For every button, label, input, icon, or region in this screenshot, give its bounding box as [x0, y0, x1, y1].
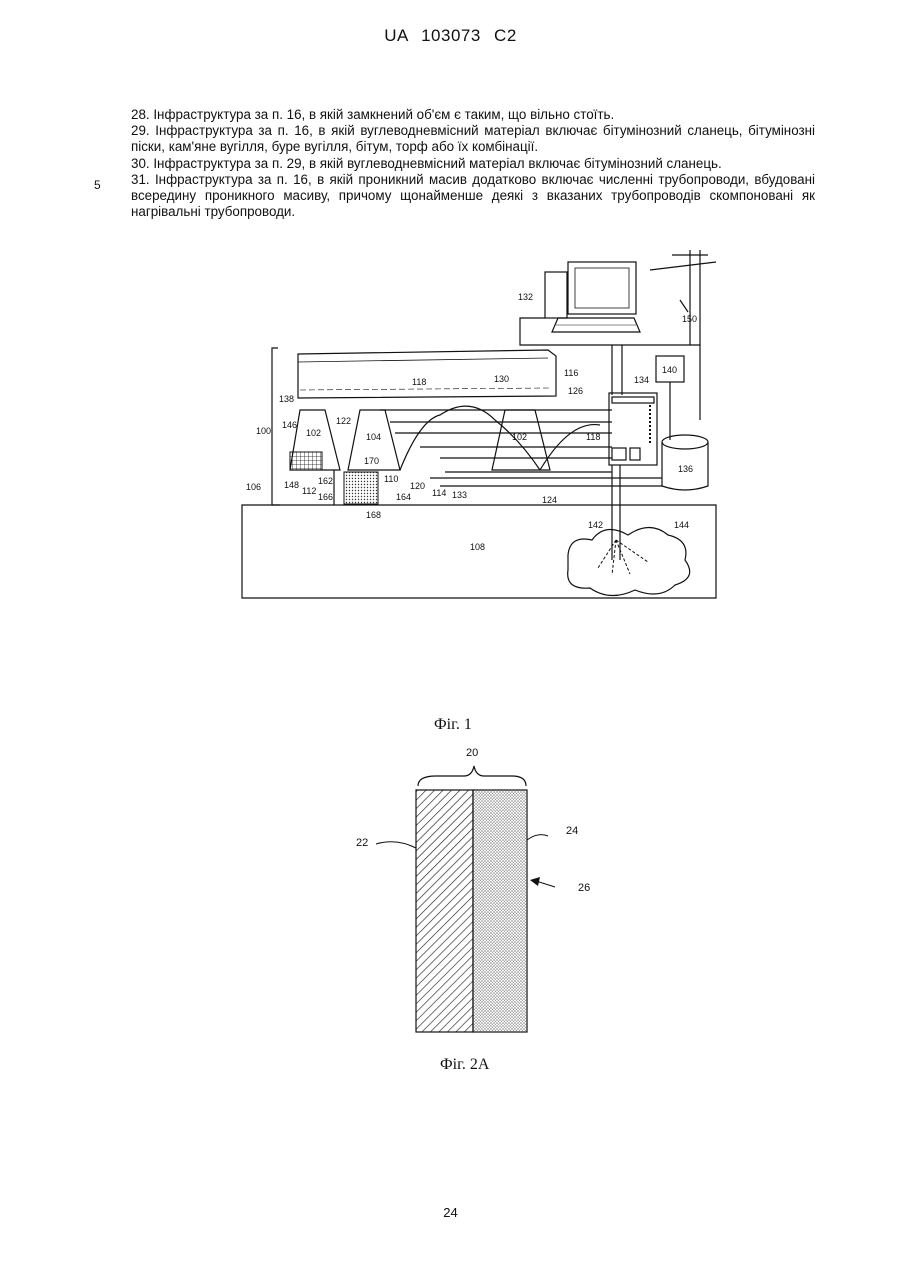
label-124: 124: [542, 495, 557, 505]
label-118-top: 118: [412, 377, 426, 387]
label-140: 140: [662, 365, 677, 375]
label-100: 100: [256, 426, 271, 436]
label-114: 114: [432, 488, 446, 498]
label-24: 24: [566, 825, 578, 837]
label-162: 162: [318, 476, 333, 486]
figure-2a-caption: Фіг. 2A: [440, 1056, 489, 1074]
label-102-left: 102: [306, 428, 321, 438]
label-134: 134: [634, 375, 649, 385]
label-106: 106: [246, 482, 261, 492]
label-170: 170: [364, 456, 379, 466]
label-26: 26: [578, 882, 590, 894]
label-104: 104: [366, 432, 381, 442]
monitor-shape: [568, 262, 636, 314]
label-142: 142: [588, 520, 603, 530]
label-22: 22: [356, 837, 368, 849]
figure-1-drawing: 132 150 140 134 116 118 130 126 138 100 …: [0, 0, 901, 720]
figure-1-caption: Фіг. 1: [434, 716, 472, 734]
label-122: 122: [336, 416, 351, 426]
label-116: 116: [564, 368, 578, 378]
label-168: 168: [366, 510, 381, 520]
label-150: 150: [682, 314, 697, 324]
label-126: 126: [568, 386, 583, 396]
label-144: 144: [674, 520, 689, 530]
label-112: 112: [302, 486, 316, 496]
page-number: 24: [0, 1205, 901, 1220]
label-132: 132: [518, 292, 533, 302]
label-20: 20: [466, 747, 478, 759]
label-108: 108: [470, 542, 485, 552]
label-164: 164: [396, 492, 411, 502]
layer-22: [416, 790, 473, 1032]
label-102-right: 102: [512, 432, 527, 442]
label-130: 130: [494, 374, 509, 384]
label-138: 138: [279, 394, 294, 404]
label-133: 133: [452, 490, 467, 500]
figure-2a: 20 22 24 26: [340, 740, 620, 1045]
label-166: 166: [318, 492, 333, 502]
brace-20: [418, 766, 526, 786]
label-148: 148: [284, 480, 299, 490]
figure-2a-drawing: 20 22 24 26: [340, 740, 620, 1040]
label-118: 118: [586, 432, 600, 442]
label-146: 146: [282, 420, 297, 430]
label-110: 110: [384, 474, 398, 484]
layer-24: [473, 790, 527, 1032]
label-120: 120: [410, 481, 425, 491]
label-136: 136: [678, 464, 693, 474]
figure-1: 132 150 140 134 116 118 130 126 138 100 …: [0, 0, 901, 725]
